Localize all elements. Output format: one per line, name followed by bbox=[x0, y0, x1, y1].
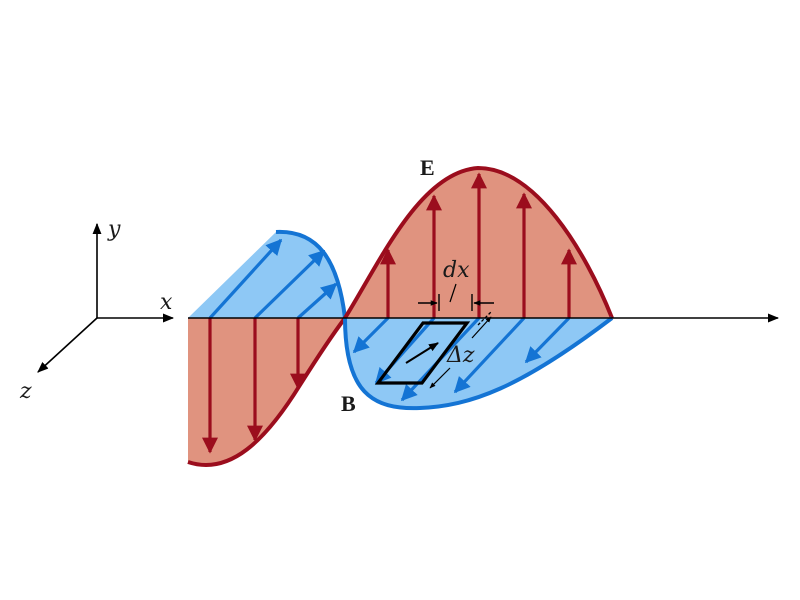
magnetic-field-lobe-left bbox=[188, 229, 347, 320]
loop-rectangle bbox=[374, 321, 471, 385]
dx-dimension: dx bbox=[418, 258, 494, 311]
b-vector bbox=[453, 316, 526, 394]
e-lobe-left-curve bbox=[187, 316, 347, 468]
electric-field-lobe-left bbox=[187, 316, 347, 468]
electric-field-lobe-right bbox=[343, 165, 614, 320]
delta-z-arrow-upper bbox=[477, 310, 493, 326]
delta-z-dimension: Δz bbox=[429, 310, 493, 389]
z-axis-arrow bbox=[37, 317, 98, 373]
b-lobe-right-curve bbox=[343, 316, 614, 411]
b-vector bbox=[352, 316, 390, 354]
loop-direction-arrow bbox=[405, 342, 439, 364]
axis-label-x: x bbox=[160, 290, 173, 315]
dx-label: dx bbox=[443, 258, 470, 283]
electric-field-label: E bbox=[420, 155, 435, 180]
b-vector bbox=[208, 238, 283, 320]
b-vector bbox=[253, 249, 326, 320]
b-vector bbox=[296, 282, 338, 320]
integration-loop bbox=[374, 321, 471, 385]
delta-z-arrow-down bbox=[429, 367, 451, 389]
axis-label-z: z bbox=[19, 379, 32, 404]
axis-label-y: y bbox=[107, 217, 121, 242]
e-lobe-left-fill bbox=[188, 318, 345, 466]
magnetic-field-label: B bbox=[341, 391, 356, 416]
coordinate-axes: y x z bbox=[19, 217, 175, 404]
delta-z-arrow-up bbox=[471, 316, 492, 339]
dx-leader bbox=[449, 283, 457, 303]
b-lobe-left-fill bbox=[188, 231, 345, 318]
delta-z-label: Δz bbox=[446, 343, 475, 368]
b-vector bbox=[524, 316, 571, 364]
